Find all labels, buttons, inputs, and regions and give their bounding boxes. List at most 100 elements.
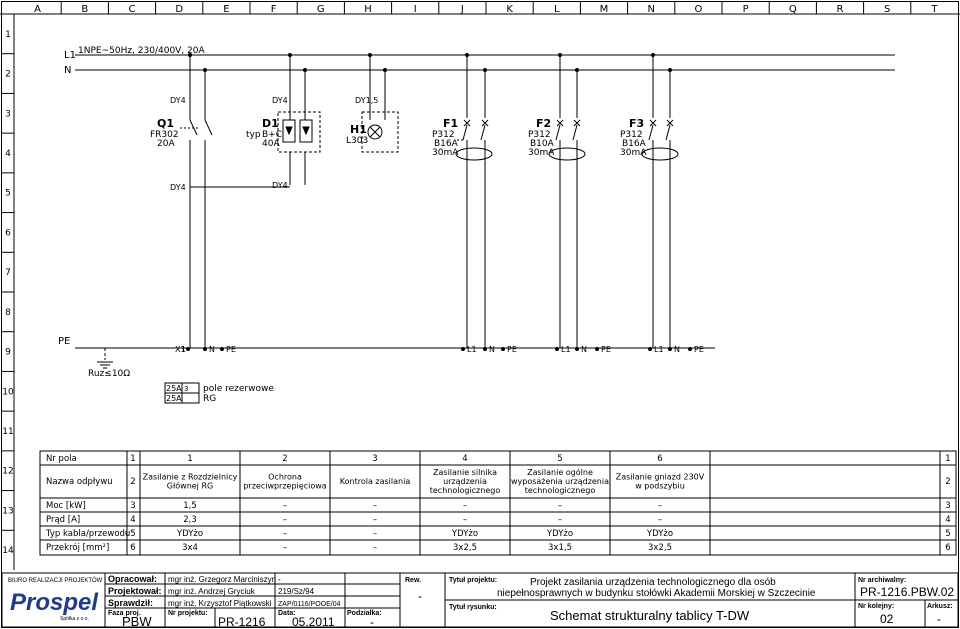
table-row-number: 6 [130, 543, 135, 553]
column-header: C [129, 4, 136, 15]
row-header: 10 [2, 387, 14, 397]
nr-kolejny-value: 02 [880, 612, 894, 626]
busbar [75, 54, 895, 71]
data-label: Data: [278, 610, 296, 617]
outgoing-circuit-name: urządzenia [443, 477, 487, 486]
column-header: M [600, 4, 609, 15]
sprawdzil-number: ZAP/0116/POOE/04 [278, 601, 341, 608]
tytul-projektu-label: Tytuł projektu: [449, 577, 497, 584]
row-header: 12 [2, 467, 13, 477]
reserve-rating-1: 25A [166, 384, 182, 393]
cable-cell: YDYżo [646, 529, 673, 539]
f2-idn: 30mA [528, 148, 555, 158]
outgoing-circuit-name: technologicznego [430, 486, 501, 495]
reserve-count: 3 [184, 385, 188, 393]
field-number: 5 [557, 454, 562, 464]
current-cell: – [373, 515, 377, 525]
section-cell: – [373, 543, 377, 553]
section-cell: 3x4 [182, 543, 198, 553]
table-row-number-right: 3 [945, 501, 950, 511]
title-block [1, 572, 959, 628]
power-cell: – [283, 501, 287, 511]
cable-cell: – [283, 529, 287, 539]
circuit-table [39, 450, 957, 556]
row-header: 5 [5, 189, 11, 199]
company-suffix: Spółka z o.o. [60, 616, 89, 622]
faza-label: Faza proj. [108, 610, 141, 617]
f1-name: F1 [443, 117, 458, 130]
svg-text:PE: PE [601, 345, 611, 354]
current-cell: 2,3 [183, 515, 197, 525]
table-row-label: Nr pola [46, 454, 77, 464]
rew-label: Rew. [405, 577, 421, 584]
bus-supply-label: 1NPE~50Hz, 230/400V, 20A [78, 46, 205, 56]
f2-rcbo [548, 55, 586, 348]
table-row-label: Moc [kW] [46, 501, 86, 511]
podzialka-value: - [370, 615, 374, 629]
row-header: 9 [5, 348, 11, 358]
column-header: S [884, 4, 890, 15]
column-header: J [460, 4, 464, 15]
table-row-number: 2 [130, 477, 135, 487]
column-header: L [554, 4, 560, 15]
svg-text:PE: PE [507, 345, 517, 354]
section-cell: 3x1,5 [548, 543, 572, 553]
column-header: E [223, 4, 229, 15]
office-name: BIURO REALIZACJI PROJEKTÓW [8, 577, 103, 584]
section-cell: 3x2,5 [648, 543, 672, 553]
reserve-text-2: RG [203, 394, 216, 404]
column-header: A [34, 4, 41, 15]
column-header: D [175, 4, 183, 15]
h1-cable-tag: DY1,5 [355, 96, 378, 105]
rew-value: - [418, 589, 422, 603]
d1-name: D1 [262, 117, 279, 130]
d1-pe-lines [190, 152, 306, 188]
h1-name: H1 [350, 123, 367, 136]
row-header: 14 [2, 546, 14, 556]
power-cell: – [658, 501, 662, 511]
data-value: 05.2011 [292, 615, 335, 629]
svg-text:PE: PE [694, 345, 704, 354]
table-row-number: 3 [130, 501, 135, 511]
opracowal-dash: - [278, 575, 281, 584]
q1-out-tag: DY4 [170, 183, 186, 192]
projektowal-number: 219/Sz/94 [278, 587, 315, 596]
terminal-pe-label: PE [226, 345, 236, 354]
tytul-projektu-line1: Projekt zasilania urządzenia technologic… [530, 577, 776, 588]
podzialka-label: Podziałka: [347, 610, 382, 617]
d1-cable-tag: DY4 [272, 96, 288, 105]
outgoing-circuit-name: Ochrona [268, 473, 302, 482]
column-header: N [647, 4, 654, 15]
nr-kolejny-label: Nr kolejny: [858, 603, 894, 610]
cable-cell: YDYżo [451, 529, 478, 539]
f3-type: P312 [620, 130, 643, 140]
d1-prefix: typ [246, 130, 261, 140]
nr-projektu-value: PR-1216 [218, 615, 266, 629]
nr-archiwalny-value: PR-1216.PBW.02 [860, 585, 954, 599]
d1-surge-arrester [277, 55, 321, 153]
f2-name: F2 [536, 117, 551, 130]
reserve-text-1: pole rezerwowe [203, 384, 274, 394]
outgoing-circuit-name: Zasilanie silnika [433, 468, 497, 477]
projektowal-value: mgr inż. Andrzej Gryciuk [168, 587, 256, 596]
table-row-number-right: 4 [945, 515, 950, 525]
q1-name: Q1 [157, 117, 174, 130]
d1-out-tag: DY4 [272, 181, 288, 190]
reserve-rating-2: 25A [166, 394, 182, 403]
f1-idn: 30mA [432, 148, 459, 158]
field-number: 6 [657, 454, 662, 464]
q1-main-switch [180, 55, 213, 348]
column-header: R [837, 4, 844, 15]
column-header: O [694, 4, 702, 15]
opracowal-value: mgr inż. Grzegorz Marciniszyn [168, 575, 276, 584]
column-header: K [506, 4, 513, 15]
ground-symbol [97, 348, 113, 369]
field-number: 3 [372, 454, 377, 464]
svg-text:N: N [581, 345, 587, 354]
f1-terminals: L1 N PE [461, 345, 517, 354]
h1-indicator-lamp [361, 55, 399, 153]
power-cell: 1,5 [183, 501, 197, 511]
q1-type: FR302 [150, 130, 179, 140]
h1-type: L303 [346, 136, 368, 146]
